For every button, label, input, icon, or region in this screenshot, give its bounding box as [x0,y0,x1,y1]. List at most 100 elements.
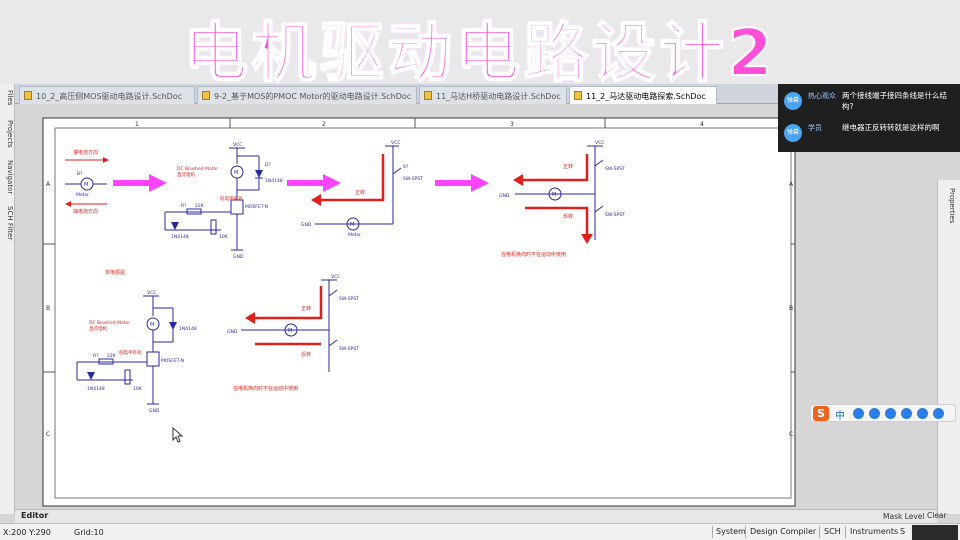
chat-message: 弹幕 学员 继电器正反转转就是这样的啊 [784,120,956,150]
status-sch-button[interactable]: SCH [824,527,841,536]
ime-user-icon[interactable] [901,408,912,419]
status-design-compiler-button[interactable]: Design Compiler [750,527,817,536]
diode-value: 1N4148 [87,386,105,392]
banner-title: 电机驱动电路设计2 [183,16,777,92]
status-separator [845,526,846,538]
schematic-doc-icon [202,91,210,100]
doc-tab-4-active[interactable]: 11_2_马达驱动电路探索.SchDoc [569,86,717,104]
current-path-red [321,154,385,202]
sheet-inner-border [54,127,792,499]
motor-value: Motor [348,232,361,238]
doc-tab-1[interactable]: 10_2_高压侧MOS驱动电路设计.SchDoc [19,86,195,104]
panel-tab-files[interactable]: Files [6,90,14,106]
ime-keyboard-icon[interactable] [917,408,928,419]
reverse-arrow-head [65,201,71,207]
document-tab-bar: 10_2_高压侧MOS驱动电路设计.SchDoc 9-2_基于MOS的PMOC … [15,84,780,104]
ime-voice-icon[interactable] [885,408,896,419]
motor-symbol [346,217,360,231]
resistor-value: 10K [219,234,229,240]
vcc-label: VCC [331,274,340,280]
schematic-canvas[interactable]: 1 2 3 4 A B C A B C 灌电流方向 M B? Motor [15,104,937,509]
row-label: C [46,431,50,438]
panel-tab-projects[interactable]: Projects [6,120,14,148]
block-single-supply: 单电源驱 DC Brushed Motor 直流电机 VCC M 1N4148 … [76,269,197,414]
section-title-single: 单电源驱 [105,269,125,276]
column-label: 1 [135,121,139,128]
mask-level-button[interactable]: Mask Level [883,512,925,521]
switch-value: SW-SPST [339,346,359,352]
chat-username: 热心观众 [808,92,836,100]
status-bar: X:200 Y:290 Grid:10 System Design Compil… [0,523,960,540]
switch-contact [594,159,604,167]
motor-m-label: M [150,322,154,328]
switch-contact [392,167,402,175]
status-separator [712,526,713,538]
ime-skin-icon[interactable] [933,408,944,419]
motor-m-label: M [552,192,556,198]
motor-ref: B? [77,171,83,177]
switch-ref: S? [403,164,409,170]
sogou-logo-icon[interactable]: S [813,406,829,421]
note-dc-motor-cn: 直流电机 [89,325,107,332]
status-instruments-button[interactable]: Instruments [850,527,899,536]
current-path-reverse [525,206,589,234]
doc-tab-2[interactable]: 9-2_基于MOS的PMOC Motor的驱动电路设计.SchDoc [197,86,417,104]
doc-tab-label: 10_2_高压侧MOS驱动电路设计.SchDoc [36,92,183,101]
row-label: A [46,181,51,188]
schematic-doc-icon [24,91,32,100]
resistor-r1 [98,358,114,365]
motor-m-label: M [288,328,292,334]
resistor-value: 22K [107,353,117,359]
switch-contact [594,205,604,213]
status-s-button[interactable]: S [900,527,906,536]
schematic-sheet: 1 2 3 4 A B C A B C 灌电流方向 M B? Motor [42,117,796,507]
block-mosfet-driver-top: DC Brushed Motor 直流电机 VCC M D? 1N4148 MO… [164,142,283,260]
flyback-diode [255,170,263,178]
magenta-arrow-1 [113,174,167,192]
right-panel-rail: Properties [937,180,960,514]
left-panel-rail: Files Projects Navigator SCH Filter [0,84,15,514]
panel-tab-sch-filter[interactable]: SCH Filter [6,206,14,241]
ime-punctuation-icon[interactable] [853,408,864,419]
status-separator [819,526,820,538]
panel-tab-navigator[interactable]: Navigator [6,160,14,195]
mosfet-value: MOSFET-N [161,358,184,364]
row-label: C [789,431,793,438]
diode-value: 1N4148 [171,234,189,240]
resistor-ref: R? [181,203,187,209]
switch-contact [328,289,338,297]
grid-size: Grid:10 [74,528,104,537]
note-reverse: 反转 [301,351,311,358]
magenta-arrow-2 [287,174,341,192]
block-motor-arrows: 灌电流方向 M B? Motor 抽电流方向 [65,149,109,215]
switch-value: SW-SPST [605,212,625,218]
status-system-button[interactable]: System [716,527,746,536]
mouse-pointer-icon [172,427,184,443]
ime-emoji-icon[interactable] [869,408,880,419]
diode-symbol [171,222,179,230]
doc-tab-label: 11_马达H桥驱动电路设计.SchDoc [436,92,561,101]
ime-toolbar[interactable]: S 中 [810,404,956,422]
webcam-thumbnail [912,525,958,540]
editor-tab[interactable]: Editor [21,511,49,520]
column-label: 4 [700,121,704,128]
flyback-diode [169,322,177,330]
note-active-low: 低电平有效 [220,195,243,202]
panel-tab-properties[interactable]: Properties [948,188,956,224]
gnd-label: GND [149,408,160,414]
cursor-coordinates: X:200 Y:290 [3,528,51,537]
note-dc-motor-cn: 直流电机 [177,171,195,178]
current-path-forward [255,286,323,320]
diode-ref: D? [265,162,271,168]
gnd-label: GND [233,254,244,260]
row-label: B [789,305,793,312]
motor-symbol [548,187,562,201]
ime-language-toggle[interactable]: 中 [835,411,845,422]
doc-tab-3[interactable]: 11_马达H桥驱动电路设计.SchDoc [419,86,567,104]
vcc-label: VCC [391,140,400,146]
chat-text: 继电器正反转转就是这样的啊 [842,123,940,132]
diode-value: 1N4148 [265,178,283,184]
chat-avatar: 弹幕 [784,124,802,142]
gnd-label: GND [499,193,510,199]
clear-button[interactable]: Clear [927,511,947,520]
